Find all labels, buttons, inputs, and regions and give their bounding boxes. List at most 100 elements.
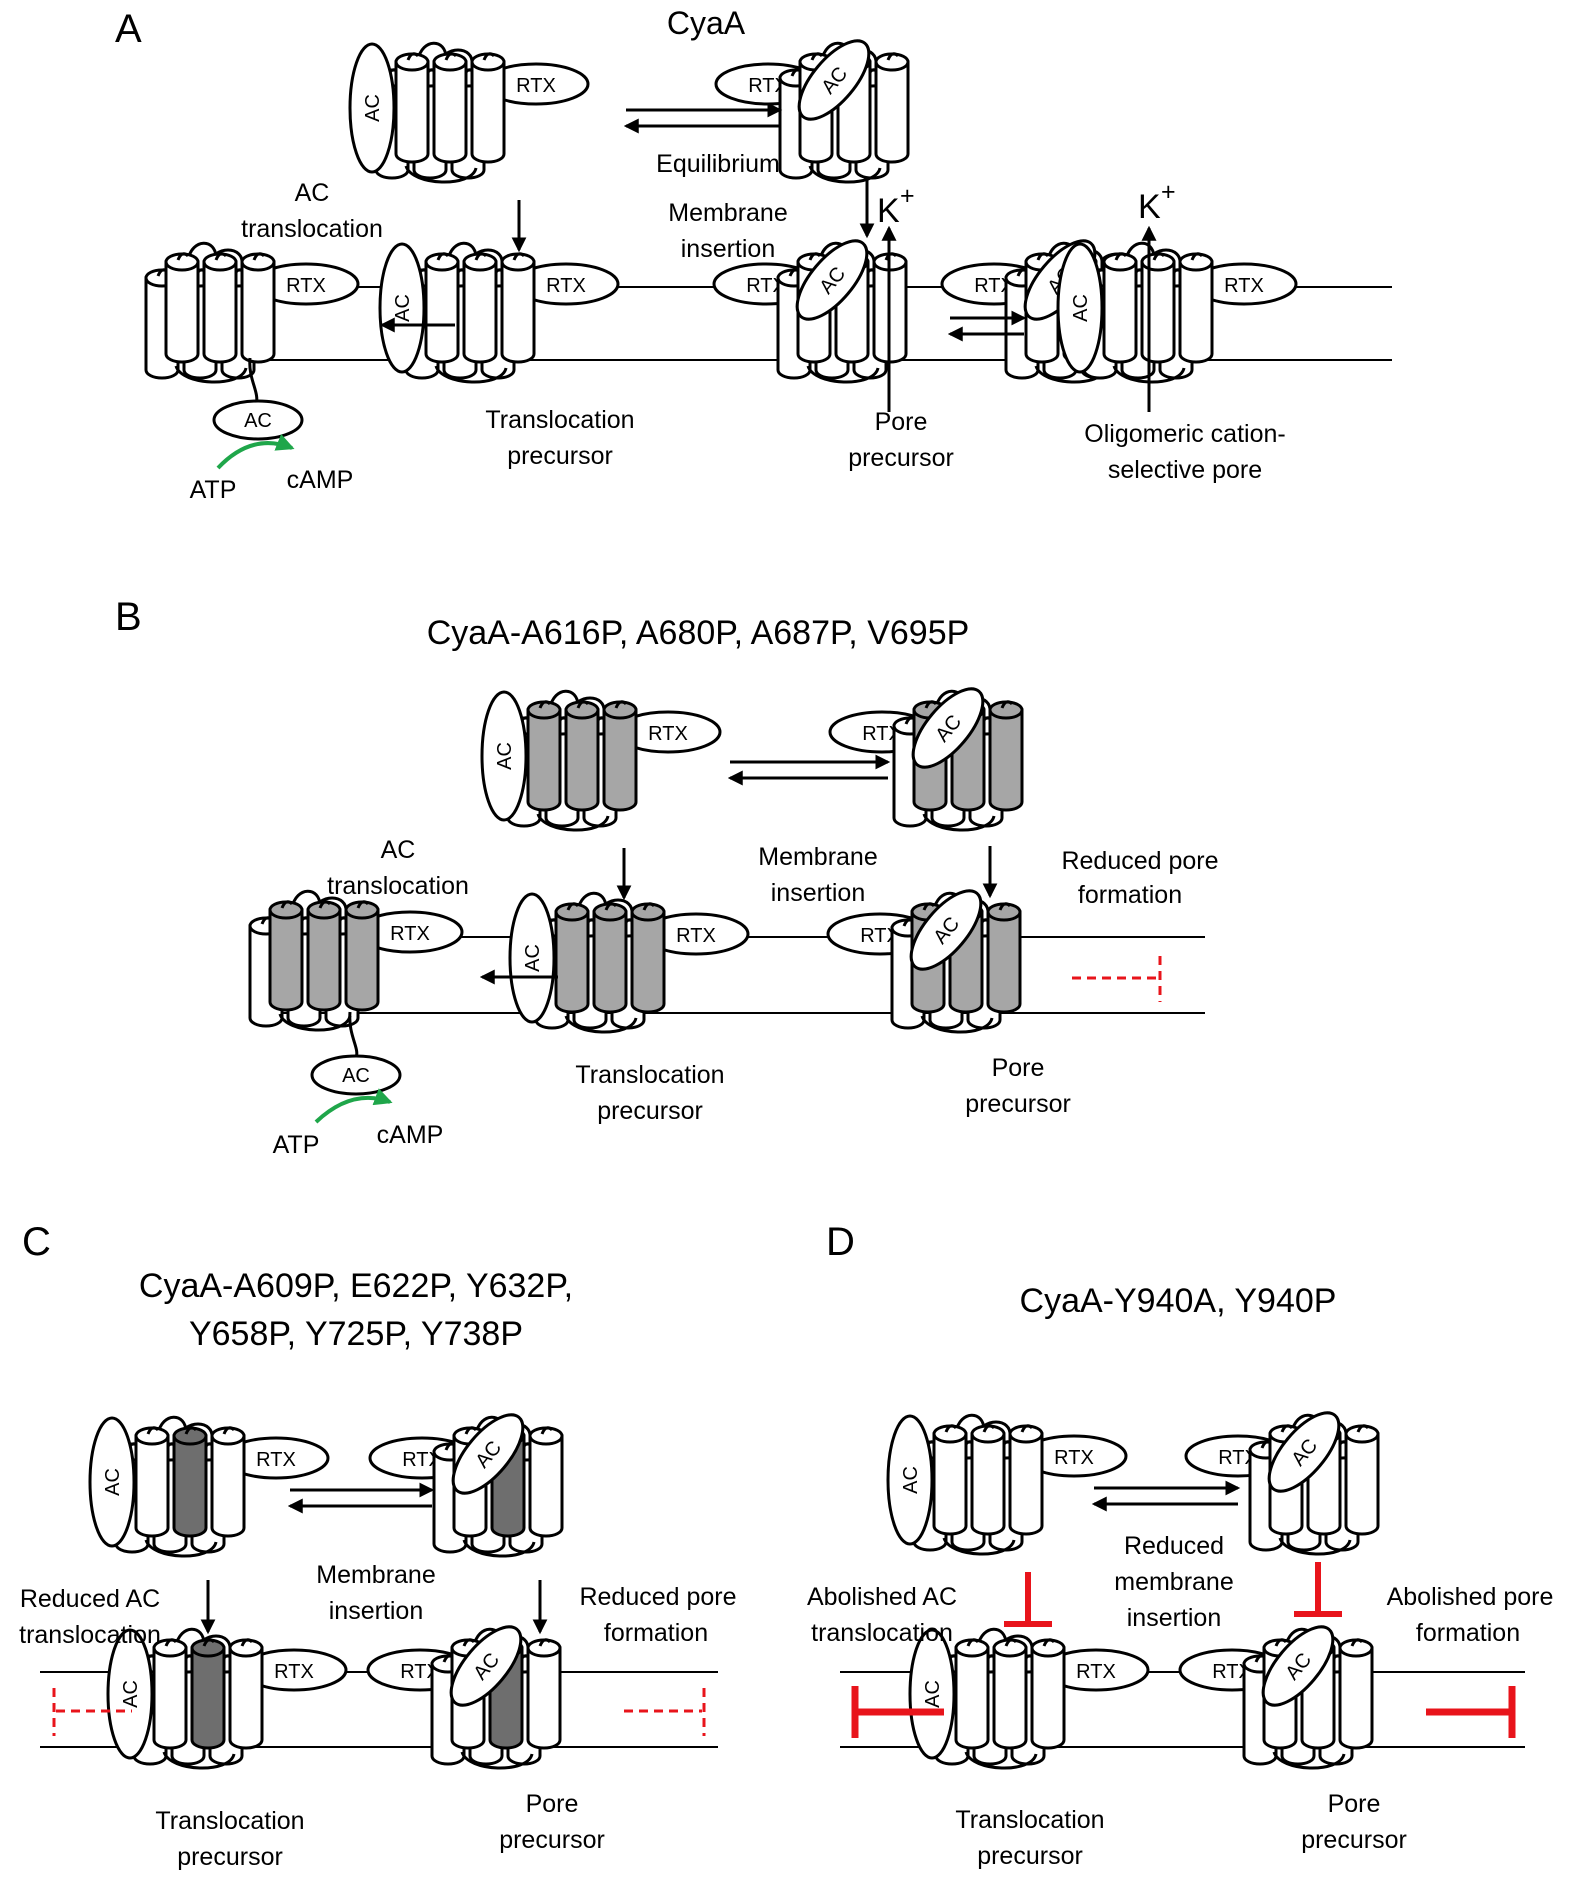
helix-cylinder: [992, 1638, 1028, 1750]
ac-domain: AC: [1056, 242, 1104, 374]
pore-precursor-mutant: RTX AC: [1178, 1625, 1374, 1770]
panel-c-title-2: Y658P, Y725P, Y738P: [189, 1315, 523, 1353]
helix-cylinder: [462, 252, 498, 364]
svg-text:AC: AC: [522, 944, 544, 972]
panel-d-letter: D: [826, 1220, 855, 1264]
reduced-pore-label-2: formation: [604, 1619, 708, 1647]
helix-cylinder: [268, 900, 304, 1012]
svg-text:RTX: RTX: [648, 723, 688, 745]
oligomeric-pore-label-2: selective pore: [1108, 456, 1262, 484]
ac-translocation-mutant: RTX: [248, 889, 464, 1032]
abolished-pore-label-2: formation: [1416, 1619, 1520, 1647]
svg-text:RTX: RTX: [746, 275, 786, 297]
helix-cylinder: [602, 700, 638, 812]
helix-cylinder: [210, 1426, 246, 1538]
abolished-ac-label-2: translocation: [811, 1619, 953, 1647]
panel-b-letter: B: [115, 595, 142, 639]
membrane-insertion-label-2: insertion: [681, 235, 776, 263]
ac-domain: AC: [909, 889, 983, 971]
pore-precursor-label-2: precursor: [1301, 1826, 1407, 1854]
ac-domain: AC: [911, 687, 985, 769]
helix-cylinder: [164, 252, 200, 364]
membrane-insertion-label-1: Membrane: [316, 1561, 436, 1589]
membrane-insertion-label-1: Membrane: [668, 199, 788, 227]
ac-domain: AC: [1261, 1625, 1335, 1707]
blocked-insertion-left: [1004, 1572, 1052, 1627]
ac-translocation-label-1: AC: [295, 179, 330, 207]
helix-cylinder: [202, 252, 238, 364]
ac-domain: AC: [480, 690, 528, 822]
svg-text:RTX: RTX: [516, 75, 556, 97]
helix-cylinder: [190, 1638, 226, 1750]
translocation-precursor-label-1: Translocation: [155, 1807, 304, 1835]
reduced-ac-label-1: Reduced AC: [20, 1585, 160, 1613]
helix-cylinder: [954, 1638, 990, 1750]
svg-text:AC: AC: [120, 1680, 142, 1708]
translocation-precursor-label-2: precursor: [507, 442, 613, 470]
svg-text:RTX: RTX: [1212, 1661, 1252, 1683]
panel-a-letter: A: [115, 7, 142, 51]
svg-text:RTX: RTX: [400, 1661, 440, 1683]
ac-domain: AC: [1267, 1411, 1341, 1493]
helix-cylinder: [134, 1426, 170, 1538]
helix-cylinder: [1140, 252, 1176, 364]
helix-cylinder: [970, 1424, 1006, 1536]
svg-text:RTX: RTX: [974, 275, 1014, 297]
pore-precursor-label-1: Pore: [992, 1054, 1045, 1082]
translocation-precursor-label-1: Translocation: [955, 1806, 1104, 1834]
helix-cylinder: [526, 1638, 562, 1750]
k-ion-charge-2: +: [1161, 178, 1176, 206]
reduced-insertion-label-2: membrane: [1114, 1568, 1234, 1596]
panel-b: B CyaA-A616P, A680P, A687P, V695P RTXAC …: [115, 595, 1219, 1159]
svg-text:RTX: RTX: [748, 75, 788, 97]
svg-text:RTX: RTX: [862, 723, 902, 745]
abolished-ac-inhibition: [851, 1686, 944, 1738]
abolished-pore-label-1: Abolished pore: [1387, 1583, 1554, 1611]
panel-d-title: CyaA-Y940A, Y940P: [1020, 1282, 1337, 1320]
k-ion-label-1: K: [877, 192, 900, 230]
translocation-precursor-mutant: RTX AC: [106, 1627, 348, 1770]
pore-precursor-label-1: Pore: [875, 408, 928, 436]
pore-precursor-label-2: precursor: [499, 1826, 605, 1854]
svg-text:RTX: RTX: [274, 1661, 314, 1683]
ac-translocation-cyaa: RTX: [144, 241, 360, 384]
atp-to-camp-arrow: [216, 433, 295, 470]
helix-cylinder: [306, 900, 342, 1012]
ac-translocation-label-2: translocation: [327, 872, 469, 900]
helix-cylinder: [630, 902, 666, 1014]
svg-text:AC: AC: [1070, 294, 1092, 322]
helix-cylinder: [986, 902, 1022, 1014]
membrane-insertion-label-2: insertion: [329, 1597, 424, 1625]
abolished-ac-label-1: Abolished AC: [807, 1583, 957, 1611]
ac-domain: AC: [449, 1625, 523, 1707]
helix-cylinder: [172, 1426, 208, 1538]
reduced-ac-inhibition: [52, 1688, 132, 1736]
svg-text:RTX: RTX: [390, 923, 430, 945]
equilibrium-label: Equilibrium: [656, 150, 780, 178]
rtx-domain: RTX: [240, 1648, 348, 1692]
soluble-open-mutant: RTX AC: [828, 687, 1024, 832]
reduced-pore-label-1: Reduced pore: [1061, 847, 1218, 875]
helix-cylinder: [1102, 252, 1138, 364]
ac-domain: AC: [886, 1414, 934, 1546]
helix-cylinder: [528, 1426, 564, 1538]
ac-domain-label: AC: [342, 1065, 370, 1087]
camp-label: cAMP: [377, 1121, 444, 1149]
reduced-ac-label-2: translocation: [19, 1621, 161, 1649]
svg-text:RTX: RTX: [402, 1449, 442, 1471]
translocation-precursor-label-2: precursor: [177, 1843, 283, 1871]
abolished-pore-inhibition: [1426, 1686, 1516, 1738]
reduced-pore-inhibition: [1072, 956, 1162, 1002]
panel-c: C CyaA-A609P, E622P, Y632P, Y658P, Y725P…: [19, 1220, 736, 1871]
k-ion-charge-1: +: [900, 182, 915, 210]
svg-text:AC: AC: [494, 742, 516, 770]
ac-translocation-label-1: AC: [381, 836, 416, 864]
helix-cylinder: [228, 1638, 264, 1750]
pore-precursor-label-2: precursor: [965, 1090, 1071, 1118]
ac-domain: AC: [106, 1628, 154, 1760]
ac-domain: AC: [908, 1628, 956, 1760]
